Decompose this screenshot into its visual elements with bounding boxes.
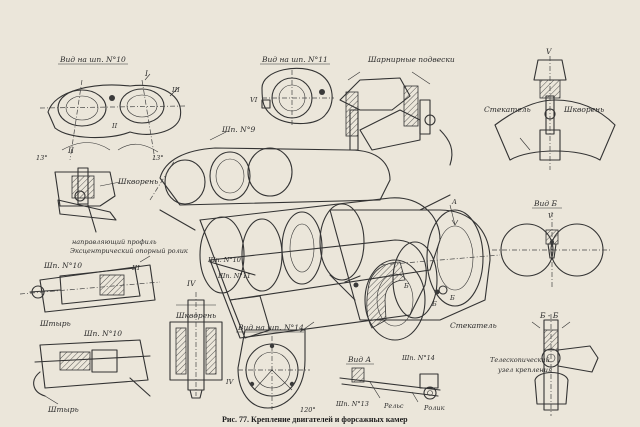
label-pin3: Шкворень: [175, 311, 216, 320]
label-deg13b: 13°: [152, 154, 164, 162]
label-stud1: Штырь: [39, 319, 71, 328]
label-frame10b: Шп. N°10: [43, 261, 82, 270]
hinged-suspension-drawing: [339, 71, 453, 166]
label-frame10c: Шп. N°10: [207, 256, 241, 264]
label-roman-iii-b: III: [131, 264, 140, 272]
pin-iv-section: [169, 292, 223, 399]
label-letter-b2: Б: [431, 300, 437, 308]
label-letter-a: А: [451, 198, 457, 206]
label-view-b: Вид Б: [533, 199, 557, 208]
label-letter-b1: Б: [403, 282, 409, 290]
label-mount-unit: узел крепления: [497, 366, 552, 374]
label-roman-ii: II: [111, 122, 118, 130]
label-section-bb: Б - Б: [539, 311, 559, 320]
label-roman-vi: VI: [250, 96, 258, 104]
view-a-drawing: [339, 367, 441, 403]
engine-assembly-drawing: [149, 131, 501, 341]
label-roller: Ролик: [423, 404, 445, 412]
label-rail: Рельс: [383, 402, 404, 410]
label-hinged-suspensions: Шарнирные подвески: [367, 55, 455, 64]
label-fairing: Стекатель: [484, 105, 531, 114]
label-telescopic: Телескопический: [490, 356, 550, 364]
label-view-a: Вид А: [347, 355, 371, 364]
view-frame10-drawing: [39, 73, 186, 161]
label-frame9: Шп. N°9: [221, 125, 255, 134]
stud-frame10-detail: [19, 255, 161, 313]
section-bb-drawing: [531, 314, 599, 416]
pin-assembly-detail: [54, 167, 121, 233]
label-view-frame14: Вид на шп. N°14: [237, 323, 304, 332]
label-guide-profile: направляющий профиль: [72, 238, 157, 246]
label-view-frame10: Вид на шп. N°10: [59, 55, 126, 64]
label-frame14: Шп. N°14: [401, 354, 435, 362]
label-roman-i: I: [144, 69, 149, 78]
label-pin2: Шкворень: [117, 177, 158, 186]
label-eccentric-roller: Эксцентрический опорный ролик: [70, 247, 188, 255]
label-letter-b3: Б: [449, 294, 455, 302]
label-roman-ii-section: II: [67, 146, 75, 155]
label-stud2: Штырь: [47, 405, 79, 414]
view-frame14-drawing: [237, 321, 315, 410]
label-roman-v: V: [546, 47, 553, 56]
label-deg120: 120°: [300, 406, 316, 414]
label-roman-iv: IV: [186, 279, 197, 288]
label-fairing2: Стекатель: [450, 321, 497, 330]
figure-caption: Рис. 77. Крепление двигателей и форсажны…: [222, 415, 408, 424]
label-frame13: Шп. N°13: [335, 400, 369, 408]
label-frame10d: Шп. N°10: [83, 329, 122, 338]
label-roman-iv2: IV: [225, 378, 235, 386]
label-view-frame11: Вид на шп. N°11: [261, 55, 328, 64]
view-frame11-drawing: [261, 67, 334, 126]
label-frame11c: Шп. N°11: [217, 272, 251, 280]
label-roman-iii: III: [171, 86, 180, 94]
label-deg13a: 13°: [36, 154, 48, 162]
label-pin: Шкворень: [563, 105, 604, 114]
view-b-drawing: [492, 212, 612, 288]
label-roman-v2: V: [548, 212, 554, 220]
stud-lower-detail: [33, 339, 151, 405]
fairing-pin-drawing: [494, 56, 616, 170]
